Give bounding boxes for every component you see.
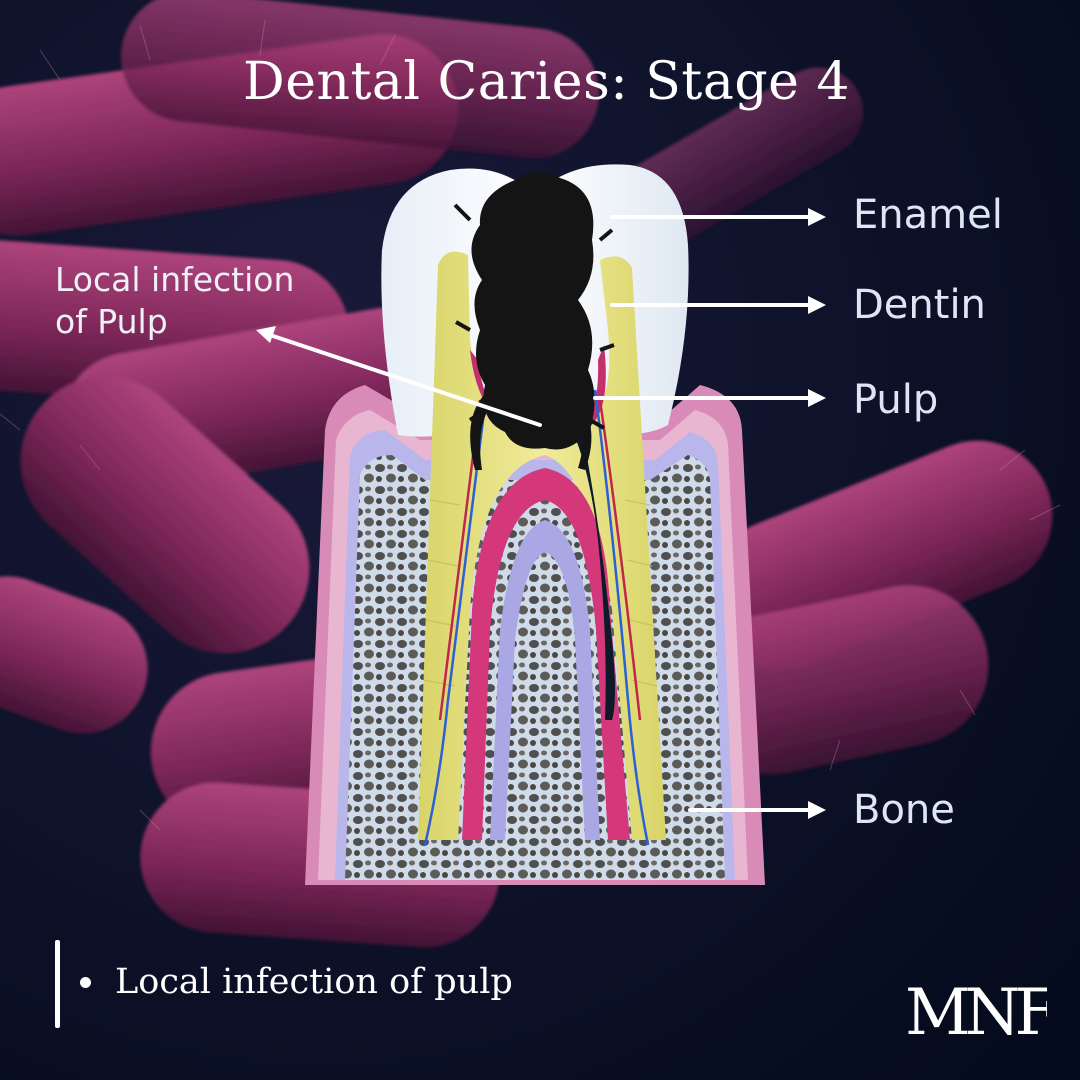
label-local-infection-line1: Local infection <box>55 260 295 299</box>
bullet-list: Local infection of pulp <box>80 962 513 1002</box>
label-bone: Bone <box>853 787 955 833</box>
label-pulp: Pulp <box>853 377 939 423</box>
label-dentin: Dentin <box>853 282 986 328</box>
pulp-chamber <box>462 468 630 840</box>
label-local-infection: Local infection of Pulp <box>55 259 345 342</box>
caries-lesion <box>453 171 615 470</box>
brand-logo: MNF <box>905 978 1047 1038</box>
bullet-dot-icon <box>80 976 91 988</box>
page-title: Dental Caries: Stage 4 <box>243 52 850 112</box>
label-local-infection-line2: of Pulp <box>55 301 168 341</box>
accent-bar <box>55 940 60 1028</box>
label-enamel: Enamel <box>853 192 1003 238</box>
infection-pointer-arrow <box>268 333 542 427</box>
logo-text: MNF <box>905 978 1047 1038</box>
bullet-item: Local infection of pulp <box>115 962 513 1002</box>
